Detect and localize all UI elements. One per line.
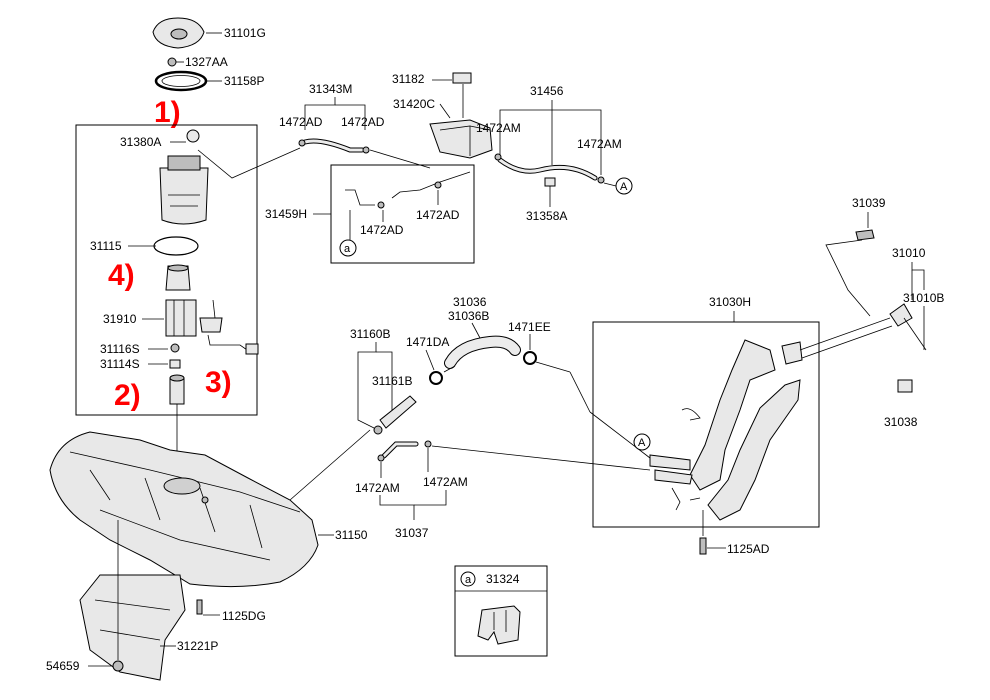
label-31459H: 31459H xyxy=(265,207,307,221)
nut-54659[interactable] xyxy=(112,660,124,672)
label-1472AD-d: 1472AD xyxy=(416,208,460,222)
label-31010: 31010 xyxy=(892,246,926,260)
label-31358A: 31358A xyxy=(526,209,567,223)
fuel-cap-31010[interactable] xyxy=(889,303,913,327)
label-31160B: 31160B xyxy=(350,327,390,341)
fuel-tank-31150[interactable] xyxy=(49,431,319,588)
sender-cap[interactable] xyxy=(186,129,200,143)
filler-neck-31030H[interactable] xyxy=(689,339,776,491)
ref-A-circle-2 xyxy=(633,433,651,451)
label-31010B: 31010B xyxy=(903,291,944,305)
label-31036B: 31036B xyxy=(448,309,489,323)
gasket-ring-31158P[interactable] xyxy=(154,70,208,92)
label-31343M: 31343M xyxy=(309,82,352,96)
fuel-pump-module[interactable] xyxy=(159,167,209,225)
filler-group: 31039 31010 31010B 31038 31030H A xyxy=(569,196,944,556)
clip-31358A[interactable] xyxy=(544,177,556,187)
pump-module-box xyxy=(75,124,258,416)
svg-text:A: A xyxy=(638,437,646,449)
ref-A-circle-1 xyxy=(615,177,633,195)
clip-31116S[interactable] xyxy=(170,343,180,353)
svg-text:A: A xyxy=(620,181,628,193)
seal-31114S[interactable] xyxy=(169,359,181,369)
label-1471EE: 1471EE xyxy=(508,320,551,334)
callout-3: 3) xyxy=(205,366,232,399)
label-31038: 31038 xyxy=(884,415,918,429)
heat-protector-31221P[interactable] xyxy=(79,574,186,681)
label-1472AD-b: 1472AD xyxy=(341,115,385,129)
label-31116S: 31116S xyxy=(100,342,140,356)
o-ring-31115[interactable] xyxy=(153,236,199,256)
pump-module-group: 31101G 1327AA 31158P 1) 31380A 31115 4) xyxy=(75,17,301,488)
label-1472AD-a: 1472AD xyxy=(279,115,323,129)
fuel-filter-31910[interactable] xyxy=(165,299,197,337)
bolt-1327AA[interactable] xyxy=(167,57,177,67)
label-1125AD: 1125AD xyxy=(727,542,770,556)
vapor-hose-group: 31343M 1472AD 1472AD 31459H a 1472AD 147… xyxy=(265,72,633,264)
hose-31459H[interactable] xyxy=(345,171,471,206)
label-31114S: 31114S xyxy=(100,357,140,371)
label-31182: 31182 xyxy=(392,72,425,86)
label-1125DG: 1125DG xyxy=(222,609,266,623)
filler-neck-box-31030H xyxy=(592,321,820,528)
label-31420C: 31420C xyxy=(393,97,435,111)
label-1472AM-d: 1472AM xyxy=(423,475,468,489)
label-31036: 31036 xyxy=(453,295,487,309)
label-31039: 31039 xyxy=(852,196,886,210)
label-1472AM-c: 1472AM xyxy=(355,481,400,495)
label-31037: 31037 xyxy=(395,526,429,540)
label-31115: 31115 xyxy=(90,239,122,253)
middle-hose-group: 31036 31036B 1471EE 31160B 1471DA 31161B… xyxy=(350,295,651,540)
bolt-1125AD[interactable] xyxy=(699,537,707,555)
level-sensor[interactable] xyxy=(199,317,223,333)
label-31158P: 31158P xyxy=(224,74,264,88)
callout-4: 4) xyxy=(108,259,135,292)
label-31456: 31456 xyxy=(530,84,564,98)
label-31380A: 31380A xyxy=(120,135,161,149)
label-54659: 54659 xyxy=(46,659,80,673)
clip-31324[interactable] xyxy=(477,605,521,645)
tank-pump-opening[interactable] xyxy=(163,477,201,495)
ref-a-circle-1 xyxy=(339,239,357,257)
callout-2: 2) xyxy=(114,379,141,412)
label-31161B: 31161B xyxy=(372,374,412,388)
label-1472AM-b: 1472AM xyxy=(577,137,622,151)
svg-text:a: a xyxy=(465,574,472,586)
label-31101G: 31101G xyxy=(224,26,266,40)
bolt-31039[interactable] xyxy=(855,229,875,241)
callout-1: 1) xyxy=(154,96,181,129)
label-31150: 31150 xyxy=(335,528,368,542)
label-31324: 31324 xyxy=(486,572,520,586)
label-1472AM-a: 1472AM xyxy=(476,121,521,135)
label-1327AA: 1327AA xyxy=(185,55,228,69)
filler-tube-31161B[interactable] xyxy=(379,395,417,429)
clamp-1471DA[interactable] xyxy=(429,371,443,385)
label-31910: 31910 xyxy=(103,312,137,326)
label-31030H: 31030H xyxy=(709,295,751,309)
fuel-tank-group: 31150 1125DG 31221P 54659 xyxy=(46,429,371,681)
ref-a-circle-2 xyxy=(460,571,476,587)
label-31221P: 31221P xyxy=(177,639,218,653)
label-1472AD-c: 1472AD xyxy=(360,223,404,237)
canister-cap-31182[interactable] xyxy=(452,72,472,84)
label-1471DA: 1471DA xyxy=(406,335,449,349)
detail-box-31324: a 31324 xyxy=(454,565,548,657)
svg-text:a: a xyxy=(344,243,351,255)
clamp-1471EE[interactable] xyxy=(523,351,537,365)
fuel-pump-motor[interactable] xyxy=(169,377,185,405)
bolt-1125DG[interactable] xyxy=(196,599,203,615)
label-plate-31038[interactable] xyxy=(897,379,913,393)
